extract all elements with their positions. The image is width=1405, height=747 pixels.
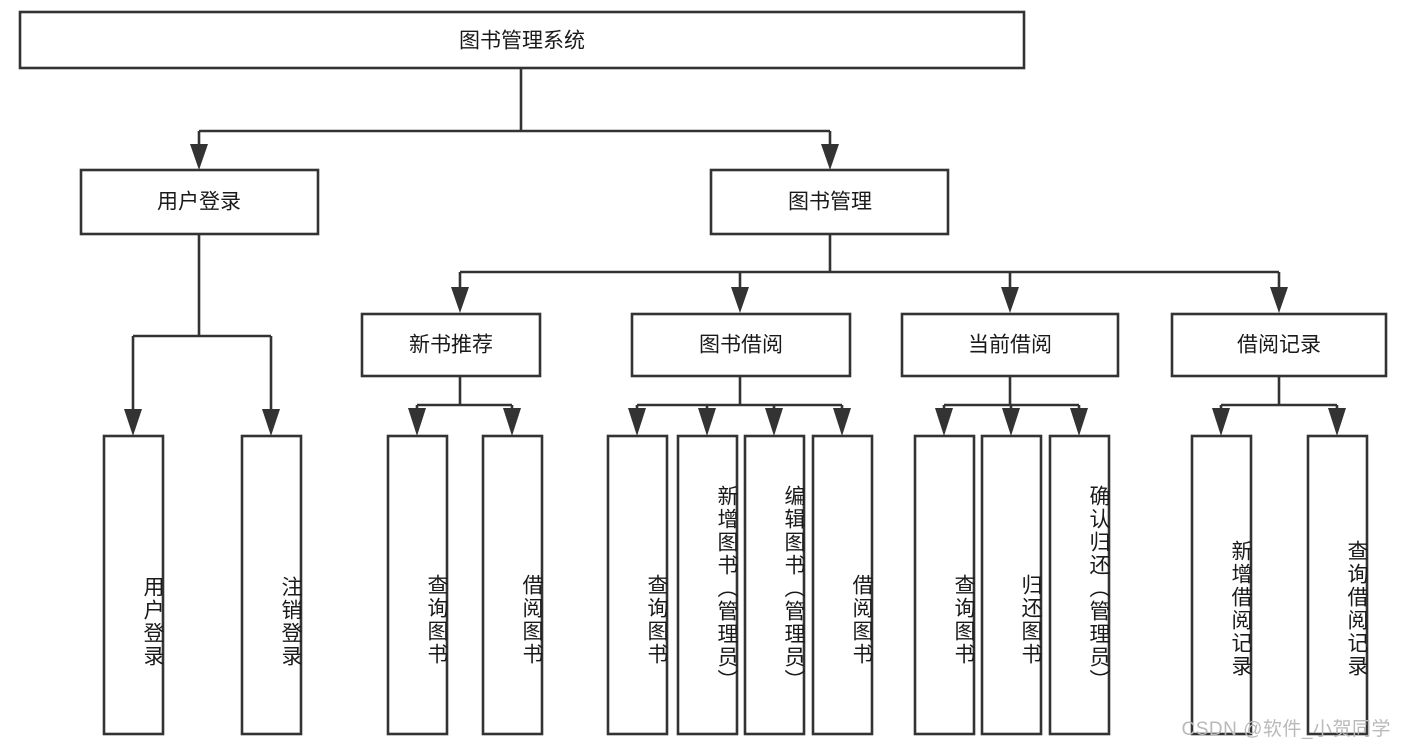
node-leaf-borrow-book-1[interactable]: [481, 434, 544, 736]
node-leaf-user-login[interactable]: [102, 434, 165, 736]
node-leaf-query-book-1[interactable]: [386, 434, 449, 736]
node-book-borrow-label: 图书借阅: [699, 334, 783, 357]
node-book-manage[interactable]: [709, 168, 950, 236]
node-current-borrow-label: 当前借阅: [968, 334, 1052, 357]
node-current-borrow[interactable]: [900, 312, 1120, 378]
arrow-to-borrow-record: [1270, 287, 1288, 313]
edge-group-new-book-recommend-to-leaves: [408, 377, 521, 436]
node-new-book-recommend[interactable]: [360, 312, 542, 378]
arrow-to-leaf-add-record: [1212, 408, 1230, 436]
arrow-to-new-book-recommend: [451, 287, 469, 313]
arrow-to-leaf-borrow-book-2: [833, 408, 851, 436]
arrow-to-user-login: [190, 144, 208, 170]
arrow-to-leaf-user-login: [124, 409, 142, 436]
node-leaf-add-book[interactable]: [676, 434, 739, 736]
edge-group-book-manage-to-level3: [451, 234, 1288, 313]
node-borrow-record[interactable]: [1170, 312, 1388, 378]
arrow-to-book-manage: [821, 144, 839, 170]
edge-group-book-borrow-to-leaves: [628, 377, 851, 436]
node-user-login[interactable]: [79, 168, 320, 236]
arrow-to-leaf-query-record: [1328, 408, 1346, 436]
node-leaf-query-record[interactable]: [1306, 434, 1369, 736]
edge-group-root-to-level2: [190, 69, 839, 170]
arrow-to-leaf-query-book-3: [935, 408, 953, 436]
node-leaf-user-logout[interactable]: [240, 434, 303, 736]
node-book-manage-label: 图书管理: [788, 191, 872, 214]
arrow-to-leaf-confirm-return: [1070, 408, 1088, 436]
arrow-to-leaf-edit-book: [765, 408, 783, 436]
arrow-to-leaf-borrow-book-1: [503, 408, 521, 436]
edge-group-user-login-to-leaves: [124, 234, 280, 436]
node-root-label: 图书管理系统: [459, 30, 585, 53]
arrow-to-leaf-add-book: [698, 408, 716, 436]
arrow-to-book-borrow: [731, 287, 749, 313]
node-new-book-recommend-label: 新书推荐: [409, 334, 493, 357]
node-root[interactable]: [18, 10, 1026, 70]
arrow-to-leaf-query-book-1: [408, 408, 426, 436]
edge-group-current-borrow-to-leaves: [935, 377, 1088, 436]
node-leaf-query-book-3[interactable]: [913, 434, 976, 736]
node-leaf-edit-book[interactable]: [743, 434, 806, 736]
arrow-to-leaf-user-logout: [262, 409, 280, 436]
node-leaf-confirm-return[interactable]: [1048, 434, 1111, 736]
node-leaf-return-book[interactable]: [980, 434, 1043, 736]
node-book-borrow[interactable]: [630, 312, 852, 378]
node-leaf-borrow-book-2[interactable]: [811, 434, 874, 736]
arrow-to-current-borrow: [1001, 287, 1019, 313]
node-leaf-query-book-2[interactable]: [606, 434, 669, 736]
node-leaf-add-record[interactable]: [1190, 434, 1253, 736]
node-borrow-record-label: 借阅记录: [1237, 334, 1321, 357]
watermark-text: CSDN @软件_小贺同学: [1181, 719, 1391, 740]
arrow-to-leaf-return-book: [1002, 408, 1020, 436]
edge-group-borrow-record-to-leaves: [1212, 377, 1346, 436]
node-user-login-label: 用户登录: [157, 191, 241, 214]
arrow-to-leaf-query-book-2: [628, 408, 646, 436]
